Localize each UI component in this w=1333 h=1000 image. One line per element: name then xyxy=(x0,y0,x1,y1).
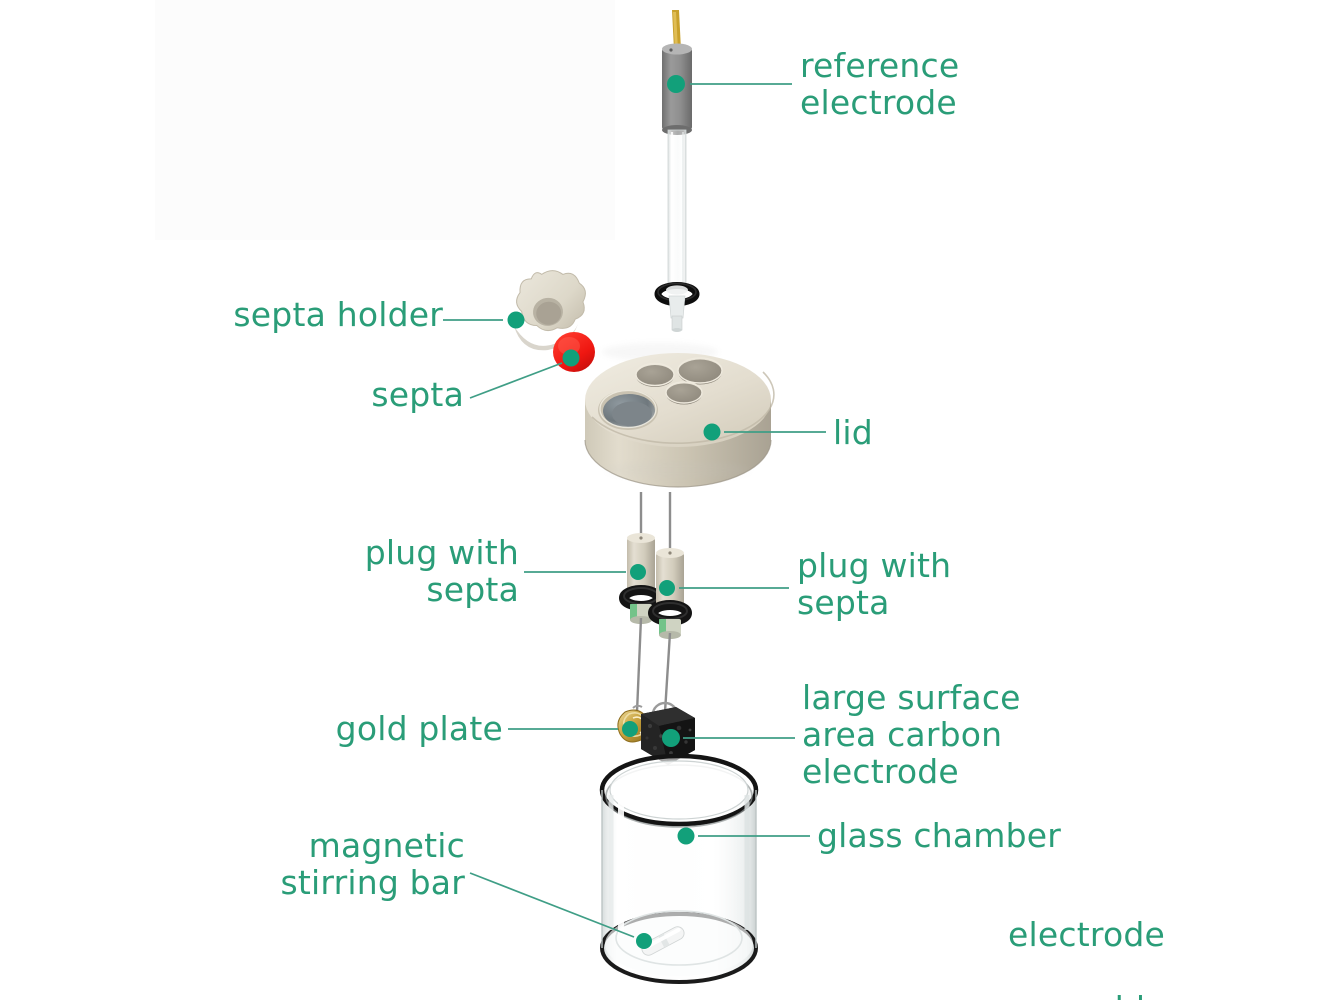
label-septa: septa xyxy=(371,375,464,414)
lid-port-3 xyxy=(666,383,702,405)
dot-reference-electrode xyxy=(667,75,685,93)
dot-stir-bar xyxy=(636,933,652,949)
background-tint-panel xyxy=(155,0,615,240)
part-magnetic-stirring-bar xyxy=(641,926,685,956)
dot-gold-plate xyxy=(622,721,638,737)
reference-electrode-joint xyxy=(668,295,686,319)
leader-septa xyxy=(469,362,563,399)
dot-lid xyxy=(703,423,721,441)
dot-carbon-electrode xyxy=(662,729,680,747)
lid-port-2 xyxy=(678,359,722,385)
dot-septa-holder xyxy=(507,311,525,329)
electrode-wires-upper xyxy=(639,492,672,553)
figure-caption: electrode assembly example xyxy=(880,880,1165,1000)
wire-left-lower xyxy=(635,617,643,713)
wire-right-lower xyxy=(663,632,672,713)
label-plug-with-septa-left: plug with septa xyxy=(364,533,519,609)
part-lid xyxy=(574,342,775,488)
label-septa-holder: septa holder xyxy=(233,295,443,334)
part-septa-holder xyxy=(514,270,586,351)
dot-plug-right xyxy=(659,580,675,596)
part-reference-electrode xyxy=(602,10,718,361)
label-glass-chamber: glass chamber xyxy=(817,816,1062,855)
label-magnetic-stirring-bar: magnetic stirring bar xyxy=(280,826,465,902)
leader-dots xyxy=(507,75,721,949)
figure-caption-line-2: assembly xyxy=(880,990,1165,1000)
part-plug-right xyxy=(648,548,692,639)
label-gold-plate: gold plate xyxy=(335,709,503,748)
label-plug-with-septa-right: plug with septa xyxy=(797,546,952,622)
label-reference-electrode: reference electrode xyxy=(800,46,960,122)
dot-septa xyxy=(562,349,580,367)
part-glass-chamber xyxy=(599,753,759,984)
leader-lines xyxy=(443,83,826,938)
lid-port-1 xyxy=(636,365,674,387)
dot-glass-chamber xyxy=(677,827,695,845)
label-large-surface-area-carbon-electrode: large surface area carbon electrode xyxy=(802,678,1021,791)
dot-plug-left xyxy=(630,564,646,580)
lid-chamfer xyxy=(591,371,775,445)
figure-caption-line-1: electrode xyxy=(1008,914,1165,954)
leader-stir-bar xyxy=(469,872,635,938)
label-lid: lid xyxy=(833,413,873,452)
electrode-wires-lower xyxy=(635,617,672,713)
